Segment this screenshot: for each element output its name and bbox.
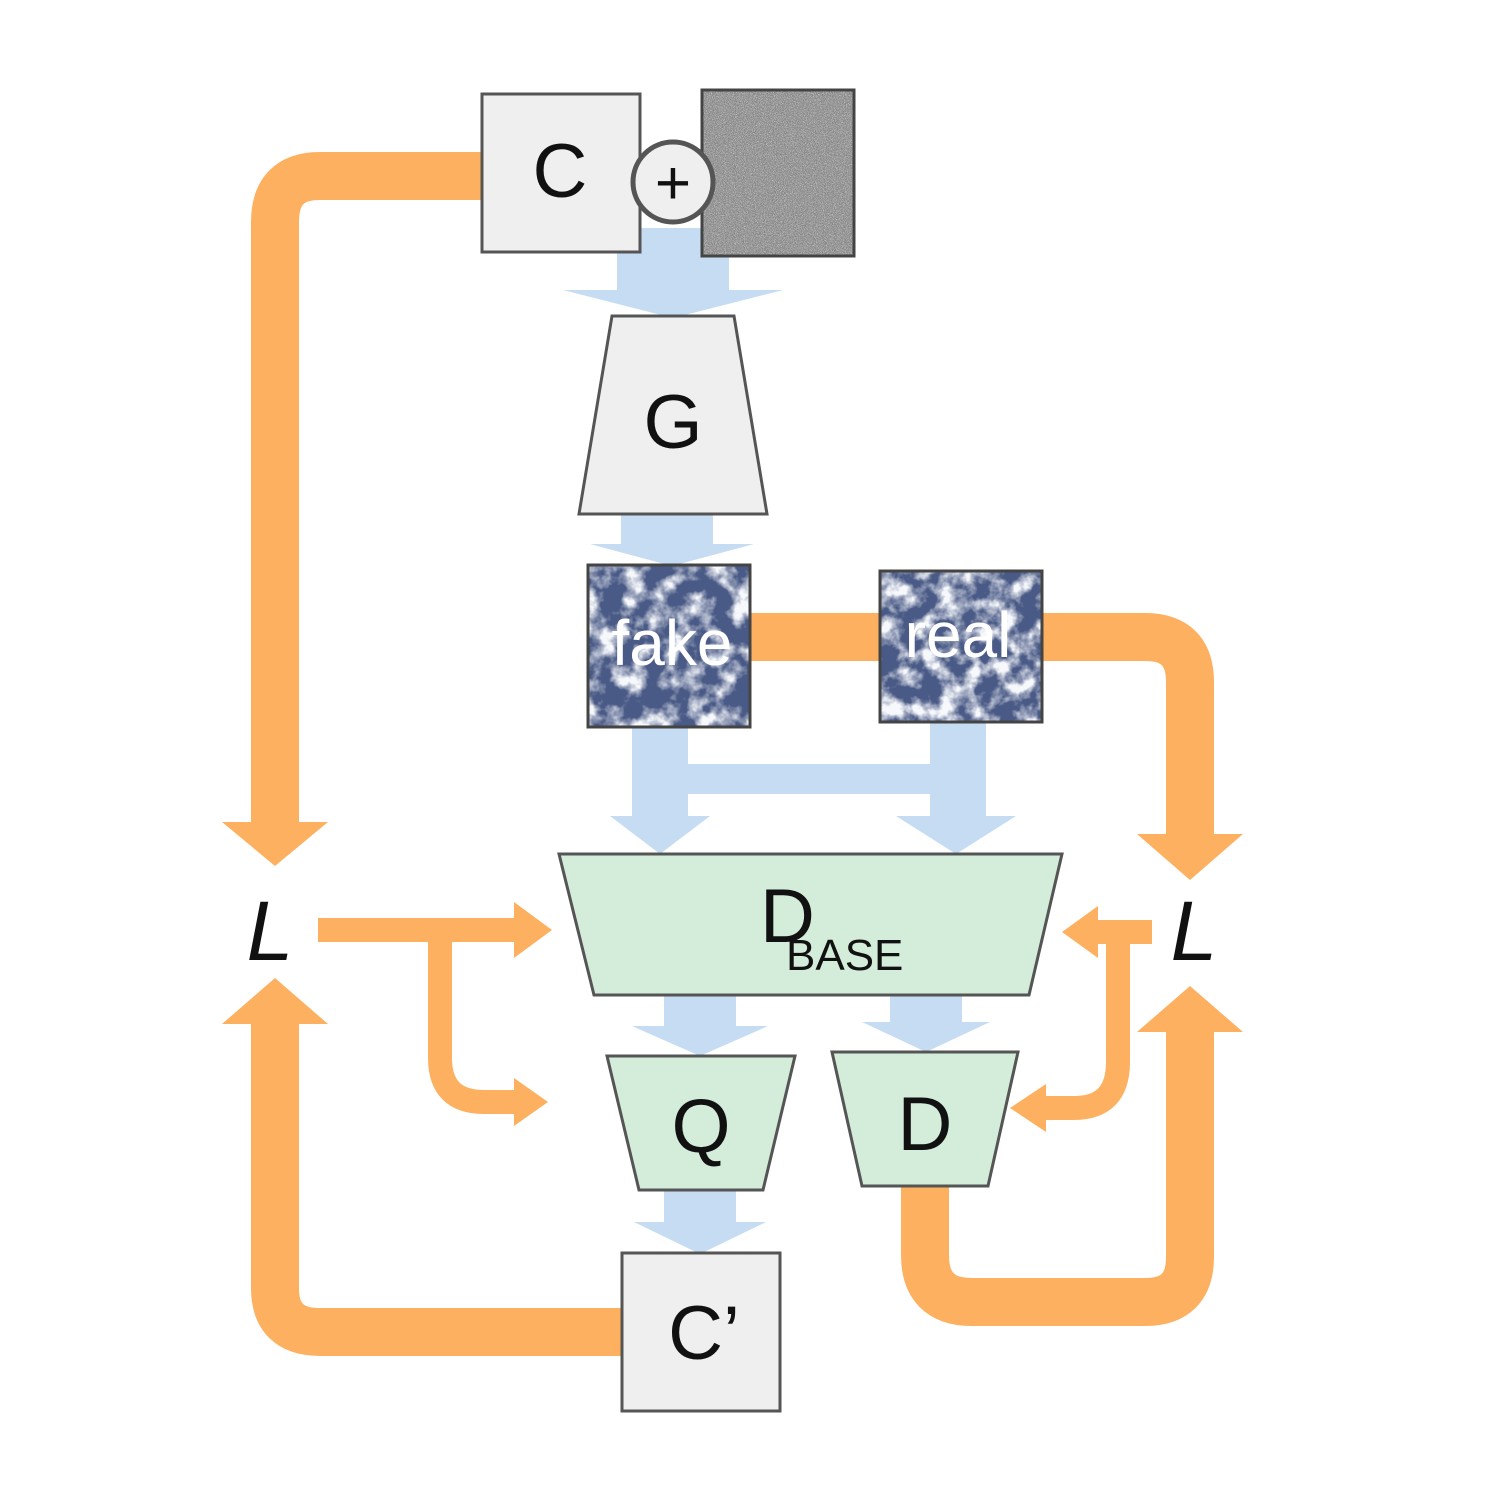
loss-arrowheads [222,822,1243,1132]
real-image: real [878,569,1044,724]
d-head-block: D [830,1050,1020,1188]
arrow-c-to-loss-left [251,152,482,830]
arrowhead-to-q [514,1078,548,1126]
loss-left-label: L [247,884,294,978]
plus-circle-icon: + [630,139,716,225]
arrowhead-to-dbase-right [1062,906,1098,958]
discriminator-base-block: D BASE [557,852,1064,997]
arrowhead-to-d [1010,1084,1046,1132]
real-image-label: real [905,599,1012,671]
generator-block: G [577,314,769,516]
arrowhead-down-loss-left [222,822,328,866]
condition-label: C [533,129,588,214]
fake-image: fake [586,563,752,729]
arrow-loss-right-to-d [1040,932,1130,1120]
d-head-label: D [898,1082,953,1167]
combine-symbol: + [655,149,691,218]
arrowhead-down-loss-right [1137,834,1243,880]
arrow-real-to-loss-right [1040,613,1214,842]
arrowhead-up-loss-right [1137,986,1243,1032]
generator-label: G [643,380,702,465]
arrowhead-up-loss-left [222,978,328,1024]
reconstructed-condition-box: C’ [620,1251,782,1413]
q-head-block: Q [605,1054,797,1192]
discriminator-base-main: D [760,874,815,959]
flow-arrows [563,228,1016,1254]
arrowhead-to-dbase-left [514,902,552,958]
reconstructed-condition-label: C’ [668,1291,740,1376]
discriminator-base-label: D [760,874,815,959]
condition-box: C [480,92,642,254]
noise-image [700,88,856,258]
discriminator-base-subscript: BASE [786,931,903,980]
loss-arrows [251,152,1214,1356]
arrow-loss-left-to-q [428,930,518,1114]
arrow-d-to-loss-right [901,1030,1214,1326]
arrow-cprime-to-loss-left [251,1018,622,1356]
q-head-label: Q [671,1084,730,1169]
loss-right-label: L [1171,884,1218,978]
fake-image-label: fake [612,607,733,679]
